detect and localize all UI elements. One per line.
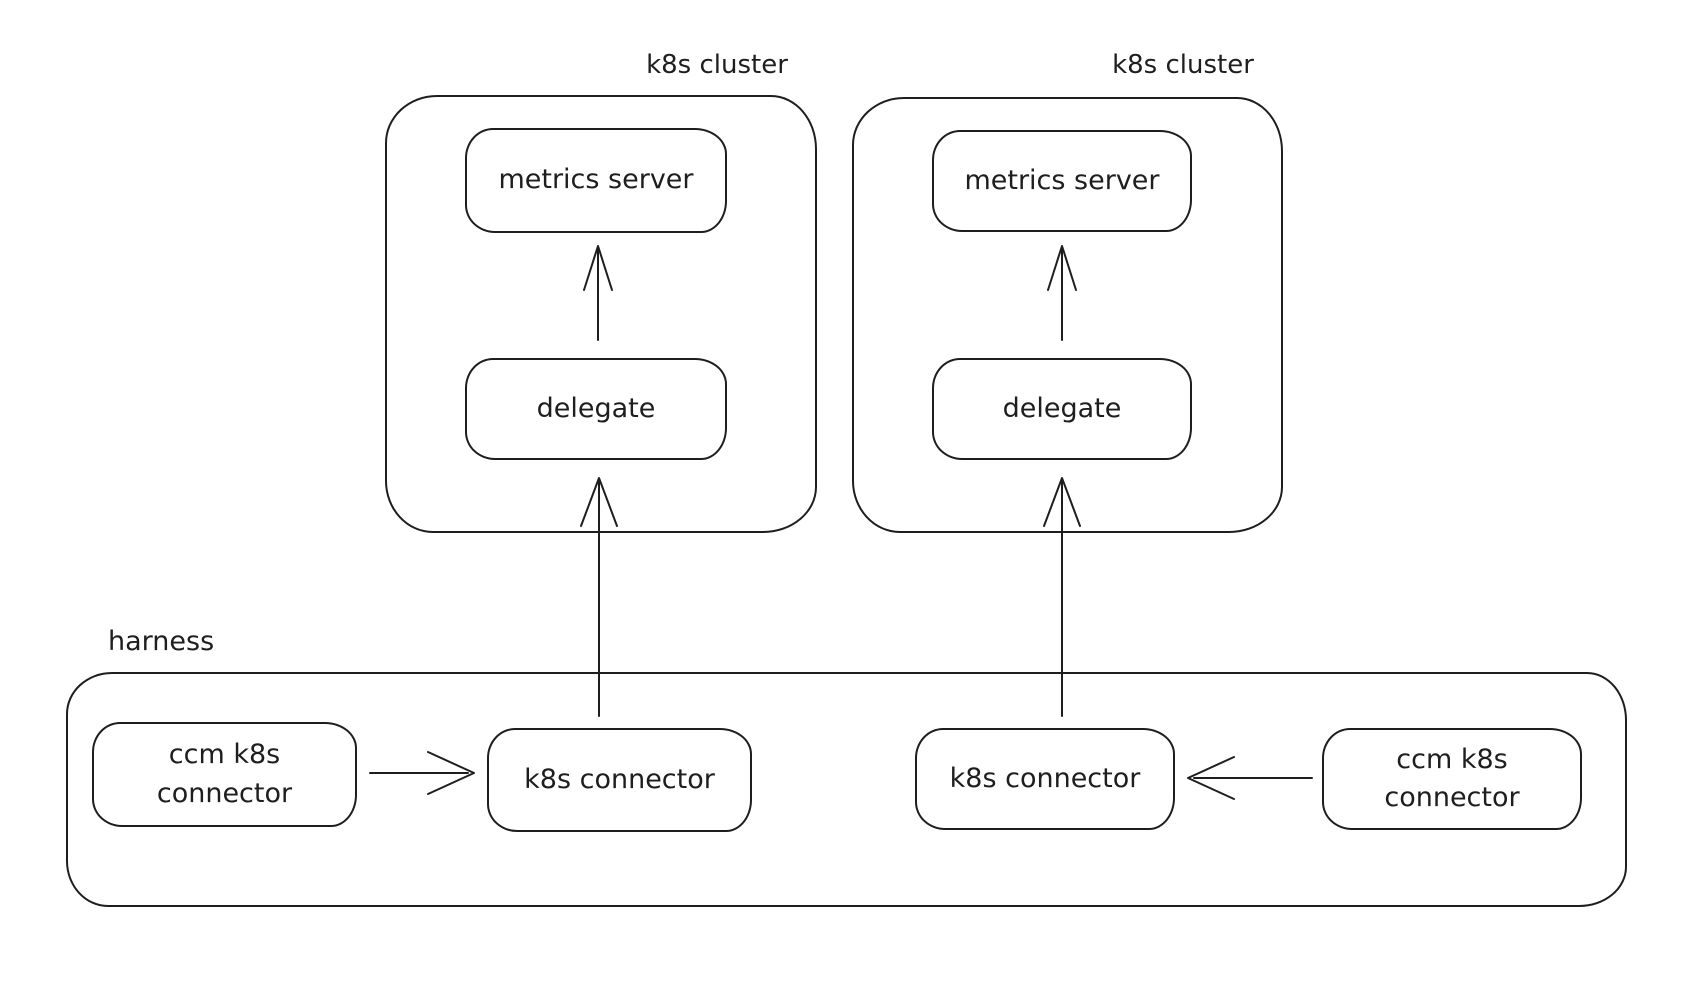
- k8s-connector-node-right: k8s connector: [915, 728, 1175, 830]
- ccm-k8s-connector-left-line2: connector: [156, 777, 293, 809]
- delegate-node-left: delegate: [465, 358, 727, 460]
- ccm-k8s-connector-node-left: ccm k8s connector: [92, 722, 357, 827]
- harness-title: harness: [108, 626, 215, 657]
- delegate-node-right: delegate: [932, 358, 1192, 460]
- cluster-title-right: k8s cluster: [1112, 50, 1254, 80]
- ccm-k8s-connector-right-line2: connector: [1384, 782, 1520, 813]
- ccm-k8s-connector-left-line1: ccm k8s: [168, 739, 281, 771]
- metrics-server-node-right: metrics server: [932, 130, 1192, 232]
- ccm-k8s-connector-node-right: ccm k8s connector: [1322, 728, 1582, 830]
- ccm-k8s-connector-right-line1: ccm k8s: [1396, 743, 1508, 775]
- cluster-title-left: k8s cluster: [646, 50, 788, 80]
- metrics-server-node-left: metrics server: [465, 128, 727, 233]
- k8s-connector-node-left: k8s connector: [487, 728, 752, 832]
